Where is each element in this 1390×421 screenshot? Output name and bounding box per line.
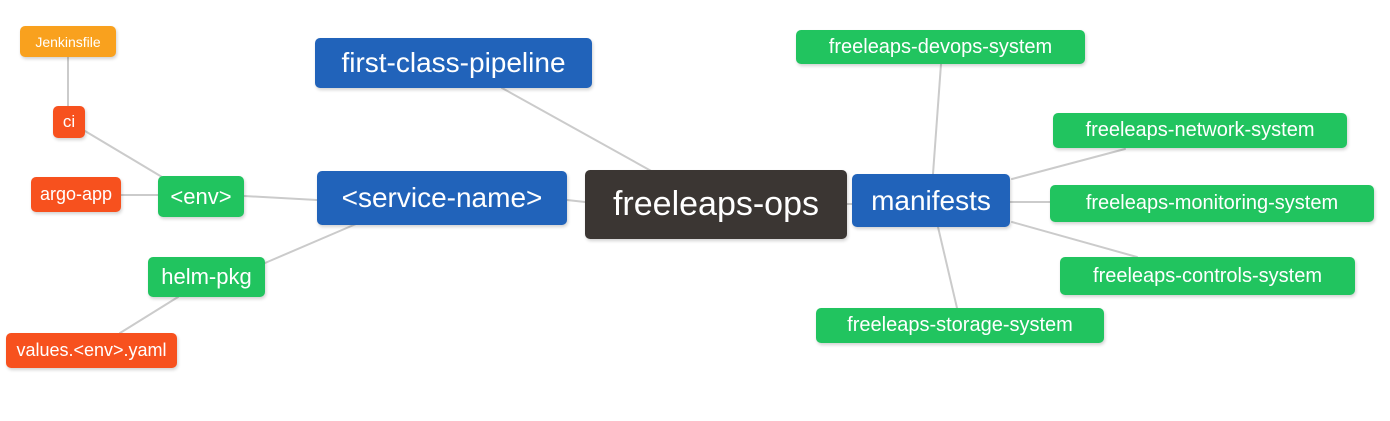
node-label: <service-name> xyxy=(341,182,543,213)
edge-manifests-controls-system xyxy=(1011,221,1138,258)
node-jenkinsfile[interactable]: Jenkinsfile xyxy=(20,26,116,57)
edge-manifests-storage-system xyxy=(937,226,958,309)
node-values-env-yaml[interactable]: values.<env>.yaml xyxy=(6,333,177,368)
node-storage-system[interactable]: freeleaps-storage-system xyxy=(816,308,1104,343)
node-network-system[interactable]: freeleaps-network-system xyxy=(1053,113,1347,148)
node-label: ci xyxy=(62,112,76,131)
node-helm-pkg[interactable]: helm-pkg xyxy=(148,257,265,297)
node-label: first-class-pipeline xyxy=(341,47,566,78)
node-label: freeleaps-devops-system xyxy=(828,35,1053,58)
edge-manifests-network-system xyxy=(1011,148,1126,180)
node-controls-system[interactable]: freeleaps-controls-system xyxy=(1060,257,1355,295)
edge-values-env-yaml-helm-pkg xyxy=(119,296,179,334)
node-first-class-pipeline[interactable]: first-class-pipeline xyxy=(315,38,592,88)
node-freeleaps-ops[interactable]: freeleaps-ops xyxy=(585,170,847,239)
node-label: Jenkinsfile xyxy=(35,33,101,50)
node-label: helm-pkg xyxy=(161,264,252,289)
node-label: values.<env>.yaml xyxy=(16,340,167,360)
node-label: manifests xyxy=(871,184,991,216)
node-argo-app[interactable]: argo-app xyxy=(31,177,121,212)
edge-first-class-pipeline-freeleaps-ops xyxy=(501,87,654,173)
edge-service-name-freeleaps-ops xyxy=(566,199,586,203)
node-monitoring-system[interactable]: freeleaps-monitoring-system xyxy=(1050,185,1374,222)
edge-ci-env xyxy=(84,130,163,178)
node-label: freeleaps-network-system xyxy=(1085,119,1315,141)
node-service-name[interactable]: <service-name> xyxy=(317,171,567,225)
node-label: freeleaps-storage-system xyxy=(847,314,1073,336)
node-env[interactable]: <env> xyxy=(158,176,244,217)
node-manifests[interactable]: manifests xyxy=(852,174,1010,227)
node-label: argo-app xyxy=(39,184,113,204)
edge-manifests-devops-system xyxy=(932,63,942,175)
node-label: <env> xyxy=(170,183,232,209)
edge-helm-pkg-service-name xyxy=(264,223,357,264)
node-label: freeleaps-monitoring-system xyxy=(1085,192,1339,214)
node-ci[interactable]: ci xyxy=(53,106,85,138)
edge-env-service-name xyxy=(243,195,318,201)
node-label: freeleaps-ops xyxy=(612,185,819,223)
node-label: freeleaps-controls-system xyxy=(1093,264,1322,287)
node-devops-system[interactable]: freeleaps-devops-system xyxy=(796,30,1085,64)
